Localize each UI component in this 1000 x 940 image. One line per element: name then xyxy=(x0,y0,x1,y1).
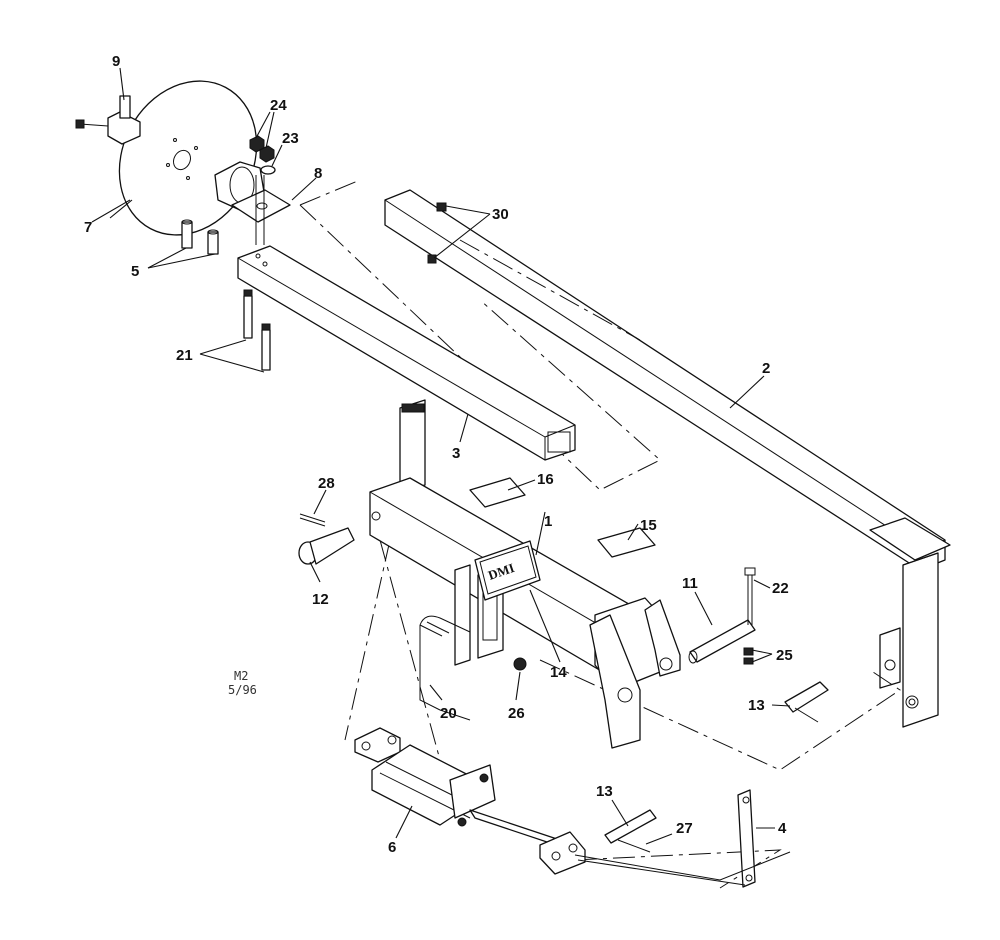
leader-lines xyxy=(91,67,791,845)
callouts: 9 24 23 8 7 30 5 21 2 3 28 16 1 15 12 11… xyxy=(84,53,793,856)
part-12-pin xyxy=(298,511,381,565)
callout-25: 25 xyxy=(776,647,793,664)
callout-23: 23 xyxy=(282,130,299,147)
part-13-pin-upper xyxy=(784,681,829,723)
callout-8: 8 xyxy=(314,165,322,182)
drawing-code: M2 5/96 xyxy=(228,669,257,697)
callout-27: 27 xyxy=(676,820,693,837)
callout-22: 22 xyxy=(772,580,789,597)
callout-12: 12 xyxy=(312,591,329,608)
drawing-code-line2: 5/96 xyxy=(228,683,257,697)
part-4-link xyxy=(574,789,791,888)
callout-3: 3 xyxy=(452,445,460,462)
callout-11: 11 xyxy=(682,575,698,592)
callout-2: 2 xyxy=(762,360,770,377)
part-13-pin-lower xyxy=(604,809,657,853)
callout-13-lower: 13 xyxy=(596,783,613,800)
part-2-beam xyxy=(299,179,951,728)
callout-20: 20 xyxy=(440,705,457,722)
callout-21: 21 xyxy=(176,347,193,364)
callout-14: 14 xyxy=(550,664,567,681)
part-9-scraper-bracket xyxy=(75,95,141,145)
callout-1: 1 xyxy=(544,513,552,530)
callout-16: 16 xyxy=(537,471,554,488)
callout-15: 15 xyxy=(640,517,657,534)
callout-13-upper: 13 xyxy=(748,697,765,714)
part-8-hub-bearing xyxy=(214,161,291,245)
callout-4: 4 xyxy=(778,820,787,837)
part-21-bolts xyxy=(243,289,271,371)
callout-7: 7 xyxy=(84,219,92,236)
callout-28: 28 xyxy=(318,475,335,492)
callout-9: 9 xyxy=(112,53,120,70)
callout-6: 6 xyxy=(388,839,396,856)
callout-26: 26 xyxy=(508,705,525,722)
part-23-washer xyxy=(260,165,276,175)
part-24-nuts xyxy=(249,135,275,163)
callout-5: 5 xyxy=(131,263,139,280)
callout-30: 30 xyxy=(492,206,509,223)
part-20-u-bolt xyxy=(419,615,527,721)
part-3-beam xyxy=(237,245,576,461)
projection-lines xyxy=(344,239,901,889)
part-1-main-frame: DMI xyxy=(369,399,681,749)
part-6-hydraulic-cylinder xyxy=(354,727,586,875)
drawing-code-line1: M2 xyxy=(234,669,248,683)
part-11-pin xyxy=(688,567,756,665)
callout-24: 24 xyxy=(270,97,287,114)
